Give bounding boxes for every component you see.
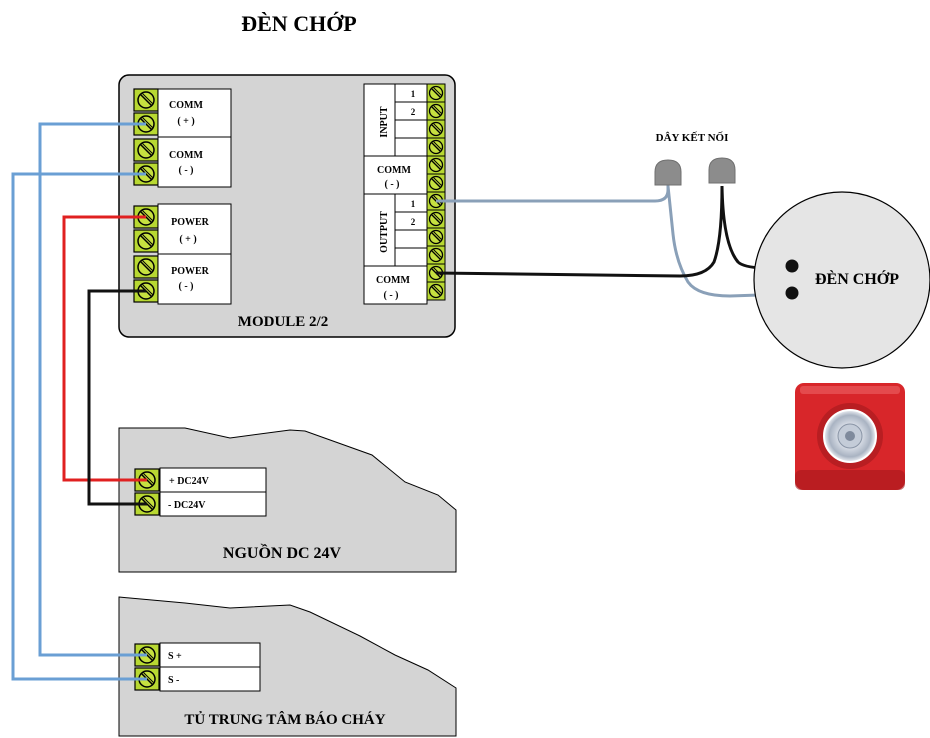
s-plus-label: S + (168, 651, 182, 662)
comm-minus-sign: ( - ) (179, 165, 194, 176)
strobe-device: ĐÈN CHỚP (753, 191, 930, 369)
fire-panel-name: TỦ TRUNG TÂM BÁO CHÁY (184, 711, 385, 728)
strobe-label: ĐÈN CHỚP (815, 269, 899, 288)
right-comm-sign-2: ( - ) (384, 290, 399, 301)
s-minus-label: S - (168, 675, 179, 686)
power-minus-sign: ( - ) (179, 281, 194, 292)
strobe-photo (795, 383, 905, 490)
power-minus-label: POWER (171, 266, 210, 277)
comm-plus-sign: ( + ) (177, 116, 194, 127)
power-plus-sign: ( + ) (179, 234, 196, 245)
connector-caps (654, 157, 736, 186)
wire-power-minus (87, 289, 147, 506)
page-title: ĐÈN CHỚP (241, 11, 357, 36)
dc24v-minus-label: - DC24V (168, 500, 206, 511)
module-right-terminals (426, 83, 446, 301)
power-supply-name: NGUỒN DC 24V (223, 542, 342, 562)
power-plus-label: POWER (171, 217, 210, 228)
right-comm-label-1: COMM (377, 165, 411, 176)
wire-power-plus (62, 215, 147, 482)
wire-output (436, 185, 791, 298)
comm-minus-label: COMM (169, 150, 203, 161)
input-pin-2: 2 (411, 107, 416, 117)
dc24v-plus-label: + DC24V (169, 476, 210, 487)
wire-comm-plus (38, 122, 147, 657)
wire-comm-minus (11, 172, 147, 681)
module-box: COMM ( + ) COMM ( - ) POWER ( + ) POWER … (118, 74, 456, 338)
output-pin-1: 1 (411, 199, 416, 209)
input-pin-1: 1 (411, 89, 416, 99)
module-name: MODULE 2/2 (238, 314, 328, 330)
comm-plus-label: COMM (169, 100, 203, 111)
input-label: INPUT (379, 106, 390, 137)
output-label: OUTPUT (379, 211, 390, 253)
output-pin-2: 2 (411, 217, 416, 227)
right-comm-sign-1: ( - ) (385, 179, 400, 190)
right-comm-label-2: COMM (376, 275, 410, 286)
connector-label: DÂY KẾT NỐI (656, 131, 729, 144)
power-supply: + DC24V - DC24V NGUỒN DC 24V (118, 427, 457, 573)
fire-alarm-panel: S + S - TỦ TRUNG TÂM BÁO CHÁY (118, 596, 457, 737)
